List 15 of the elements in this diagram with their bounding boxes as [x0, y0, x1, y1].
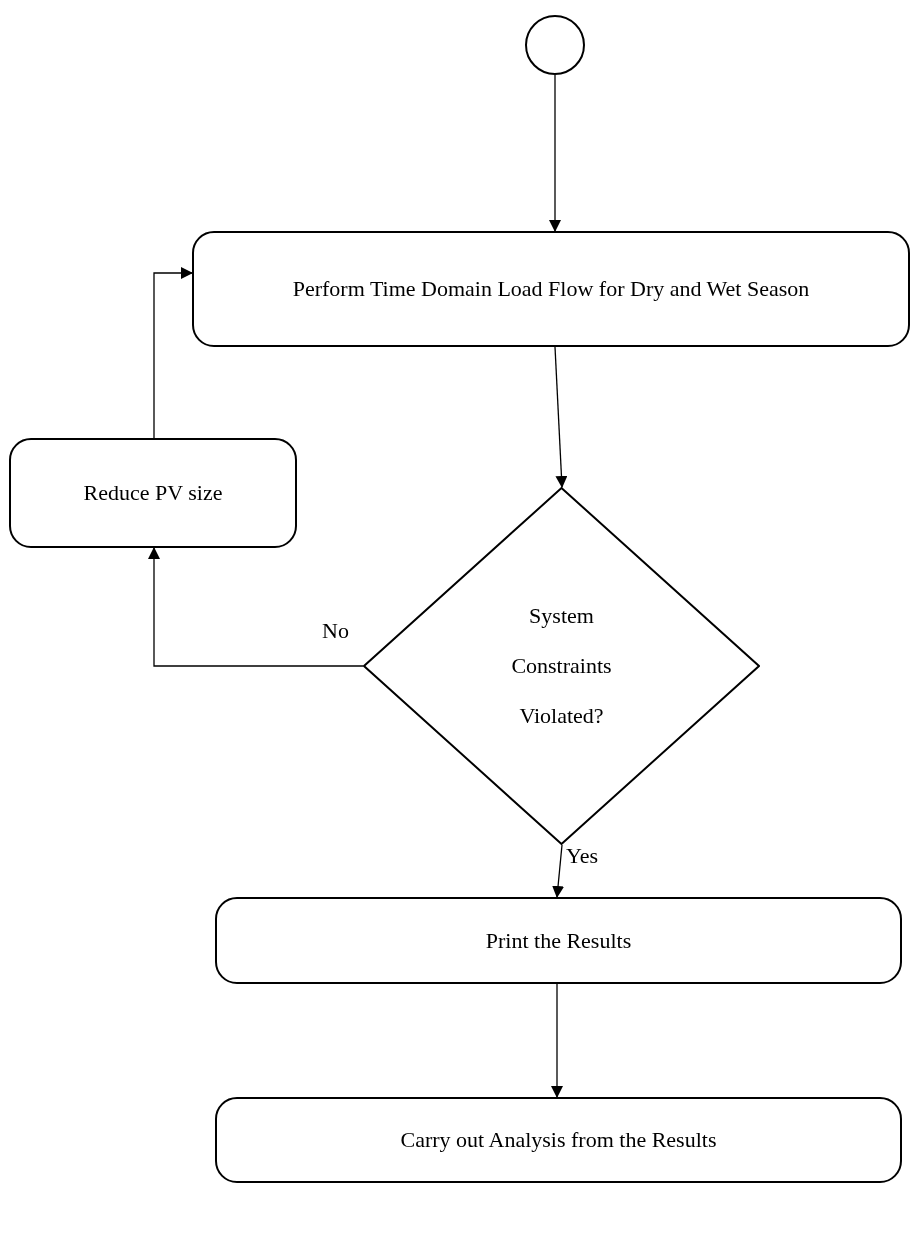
- arrow: [549, 74, 561, 232]
- arrow: [148, 547, 364, 667]
- node-text: System Constraints Violated?: [510, 602, 613, 730]
- process-box: [9, 438, 297, 548]
- process-box: [215, 897, 902, 984]
- process-box: [192, 231, 910, 347]
- arrow: [551, 983, 563, 1098]
- node-text: Reduce PV size: [82, 479, 224, 507]
- node-text: Carry out Analysis from the Results: [399, 1126, 718, 1154]
- node-text: Perform Time Domain Load Flow for Dry and Wet Season: [291, 275, 811, 303]
- arrow: [552, 844, 565, 898]
- node-text: Print the Results: [484, 926, 633, 955]
- process-box: [215, 1097, 902, 1183]
- arrow: [153, 267, 193, 439]
- arrow: [554, 346, 568, 488]
